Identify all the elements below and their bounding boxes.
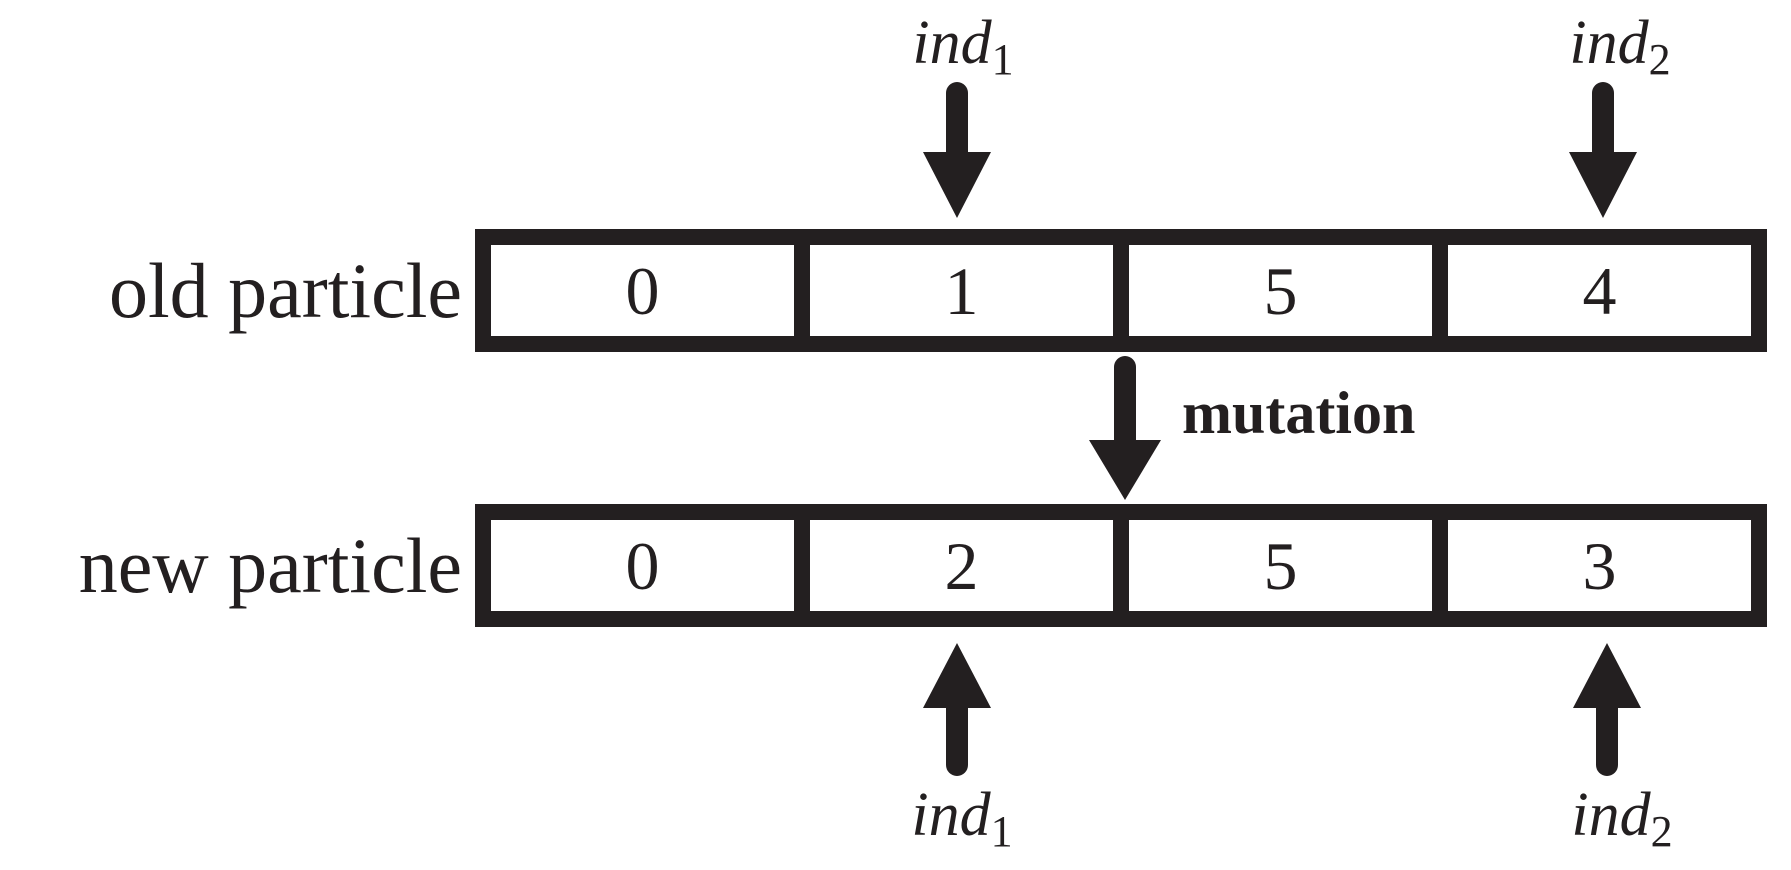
new-cell-1: 0 [491, 520, 794, 611]
old-cell-1-value: 0 [625, 252, 660, 329]
old-cell-4-value: 4 [1582, 252, 1617, 329]
ind1-top-base: ind [912, 9, 992, 77]
arrow-head [1573, 643, 1641, 708]
new-cell-3-value: 5 [1263, 527, 1298, 604]
ind2-top-base: ind [1569, 9, 1649, 77]
old-cell-3: 5 [1129, 245, 1432, 336]
ind2-bottom-label: ind2 [1571, 781, 1672, 854]
old-cell-4: 4 [1448, 245, 1751, 336]
new-cell-2: 2 [810, 520, 1113, 611]
ind2-bottom-subscript: 2 [1650, 807, 1673, 856]
ind1-bottom-label: ind1 [911, 781, 1012, 854]
ind2-top-subscript: 2 [1648, 35, 1671, 84]
ind1-bottom-subscript: 1 [990, 807, 1013, 856]
old-cell-2: 1 [810, 245, 1113, 336]
arrow-head [923, 152, 991, 218]
arrow-stem [946, 703, 968, 776]
old-cell-3-value: 5 [1263, 252, 1298, 329]
ind1-top-subscript: 1 [991, 35, 1014, 84]
old-particle-array: 0 1 5 4 [475, 229, 1767, 352]
ind2-bottom-base: ind [1571, 781, 1651, 849]
arrow-stem [1596, 703, 1618, 776]
old-cell-1: 0 [491, 245, 794, 336]
ind1-bottom-base: ind [911, 781, 991, 849]
arrow-stem [1114, 356, 1136, 446]
ind2-top-label: ind2 [1569, 9, 1670, 82]
ind1-top-label: ind1 [912, 9, 1013, 82]
arrow-stem [946, 82, 968, 158]
new-cell-1-value: 0 [625, 527, 660, 604]
mutation-label: mutation [1182, 380, 1416, 446]
new-particle-array: 0 2 5 3 [475, 504, 1767, 627]
mutation-arrow-icon [1089, 356, 1161, 502]
arrow-stem [1592, 82, 1614, 158]
new-cell-3: 5 [1129, 520, 1432, 611]
ind1-up-arrow-icon [923, 643, 991, 779]
arrow-head [1569, 152, 1637, 218]
new-cell-4: 3 [1448, 520, 1751, 611]
ind1-down-arrow-icon [923, 82, 991, 218]
old-cell-2-value: 1 [944, 252, 979, 329]
new-cell-4-value: 3 [1582, 527, 1617, 604]
old-particle-label: old particle [108, 247, 462, 334]
ind2-down-arrow-icon [1569, 82, 1637, 218]
arrow-head [1089, 440, 1161, 500]
ind2-up-arrow-icon [1573, 643, 1641, 779]
new-particle-label: new particle [78, 522, 462, 609]
new-cell-2-value: 2 [944, 527, 979, 604]
arrow-head [923, 643, 991, 708]
